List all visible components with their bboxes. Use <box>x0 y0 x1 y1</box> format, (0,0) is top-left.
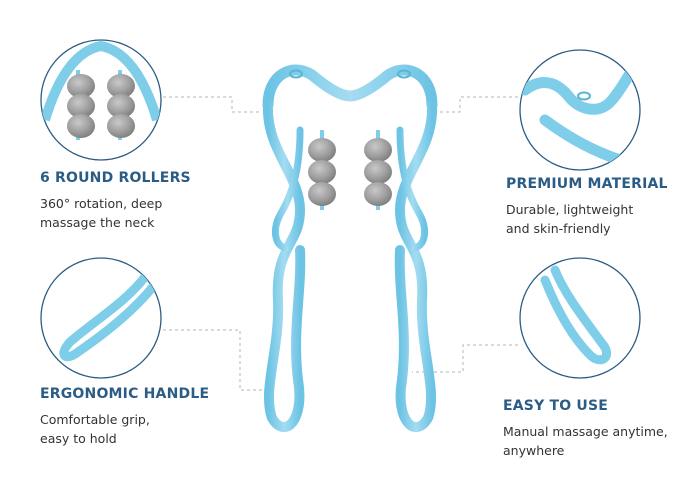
frame-left-arm <box>262 100 306 432</box>
detail-circle-handle <box>40 257 162 379</box>
neck-massager <box>262 64 438 432</box>
feature-description-line: 360° rotation, deep <box>40 196 163 211</box>
feature-rollers: 6 ROUND ROLLERS 360° rotation, deep mass… <box>40 170 191 232</box>
feature-easy-to-use: EASY TO USE Manual massage anytime, anyw… <box>503 398 668 460</box>
left-roller-stack <box>308 138 336 206</box>
center-rollers <box>308 130 392 210</box>
feature-handle: ERGONOMIC HANDLE Comfortable grip, easy … <box>40 386 209 448</box>
feature-description-line: massage the neck <box>40 215 155 230</box>
frame-right-inner <box>396 126 429 252</box>
connector-line-rollers <box>163 96 262 113</box>
frame-right-arm <box>394 100 438 432</box>
detail-circle-rollers <box>40 39 162 161</box>
right-roller-stack <box>364 138 392 206</box>
feature-description-line: Comfortable grip, <box>40 412 150 427</box>
feature-description-line: Durable, lightweight <box>506 202 634 217</box>
connector-line-handle <box>163 329 262 391</box>
connector-line-material <box>440 96 518 113</box>
feature-title: EASY TO USE <box>503 398 609 414</box>
feature-description-line: easy to hold <box>40 431 117 446</box>
feature-material: PREMIUM MATERIAL Durable, lightweight an… <box>506 176 668 238</box>
feature-title: PREMIUM MATERIAL <box>506 176 668 192</box>
frame-left-inner <box>271 126 304 252</box>
feature-description-line: anywhere <box>503 443 565 458</box>
feature-description-line: Manual massage anytime, <box>503 424 668 439</box>
detail-circle-material <box>519 49 641 171</box>
connector-line-easy <box>412 344 518 373</box>
feature-description-line: and skin-friendly <box>506 221 611 236</box>
detail-circle-easy-to-use <box>519 257 641 379</box>
feature-title: ERGONOMIC HANDLE <box>40 386 210 402</box>
feature-title: 6 ROUND ROLLERS <box>40 170 191 186</box>
frame-top-arch <box>262 64 438 111</box>
connector-lines <box>163 96 518 391</box>
